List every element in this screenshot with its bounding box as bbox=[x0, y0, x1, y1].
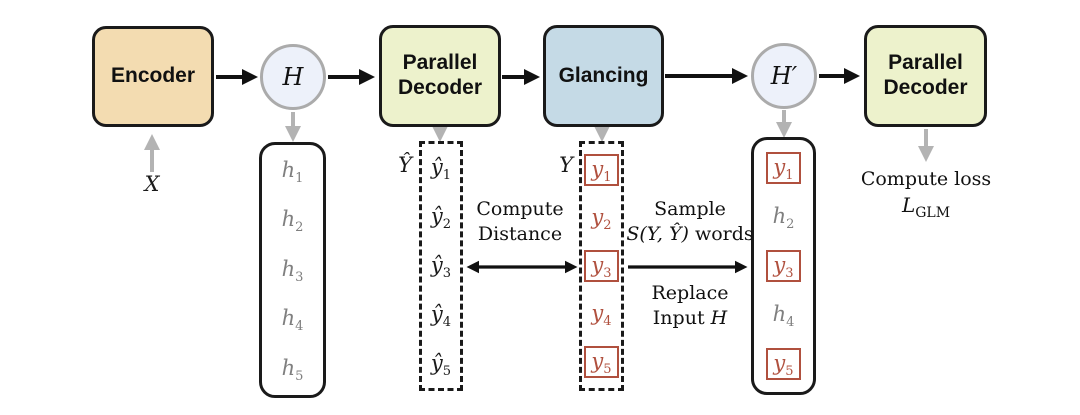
loss-symbol: LGLM bbox=[901, 193, 951, 222]
compute-distance-line2: Distance bbox=[477, 223, 563, 246]
glancing-box: Glancing bbox=[543, 25, 664, 127]
compute-loss-line: Compute loss bbox=[860, 168, 992, 190]
token-h2: h2 bbox=[281, 207, 304, 236]
token-h5: h5 bbox=[281, 355, 304, 384]
token-y3: y3 bbox=[584, 249, 619, 283]
token-yhat4: ŷ4 bbox=[430, 301, 452, 330]
token-yhat5: ŷ5 bbox=[430, 350, 452, 379]
parallel-decoder-1-label: Parallel Decoder bbox=[397, 51, 483, 99]
parallel-decoder-2-box: Parallel Decoder bbox=[864, 25, 987, 127]
sample-line1: Sample bbox=[654, 198, 726, 220]
h-node: H bbox=[260, 44, 326, 110]
h-prime-node: H′ bbox=[751, 43, 817, 109]
replace-annotation: Replace Input H bbox=[613, 281, 767, 331]
token-hp2: h2 bbox=[772, 203, 795, 233]
sample-annotation: Sample S(Y, Ŷ) words bbox=[613, 197, 767, 247]
replace-line2: Input H bbox=[652, 307, 728, 330]
y-hat-column: ŷ1 ŷ2 ŷ3 ŷ4 ŷ5 bbox=[419, 141, 463, 391]
token-hp3: y3 bbox=[766, 249, 801, 283]
parallel-decoder-1-box: Parallel Decoder bbox=[379, 25, 501, 127]
token-y4: y4 bbox=[591, 300, 612, 329]
y-column-label: Y bbox=[559, 153, 573, 177]
token-hp5: y5 bbox=[766, 347, 801, 380]
x-input-label: X bbox=[144, 172, 160, 196]
h-node-label: H bbox=[282, 63, 304, 91]
y-column: y1 y2 y3 y4 y5 bbox=[579, 141, 624, 391]
compute-loss-annotation: Compute loss LGLM bbox=[856, 167, 996, 223]
token-h4: h4 bbox=[281, 306, 304, 335]
token-yhat3: ŷ3 bbox=[430, 252, 452, 282]
h-column: h1 h2 h3 h4 h5 bbox=[259, 142, 326, 398]
token-y5: y5 bbox=[584, 345, 619, 378]
token-h1: h1 bbox=[281, 158, 304, 187]
sample-line2: S(Y, Ŷ) words bbox=[626, 223, 754, 246]
replace-line1: Replace bbox=[651, 282, 729, 304]
token-yhat1: ŷ1 bbox=[430, 155, 452, 184]
glancing-label: Glancing bbox=[558, 63, 649, 87]
parallel-decoder-2-label: Parallel Decoder bbox=[883, 51, 968, 99]
token-yhat2: ŷ2 bbox=[430, 203, 452, 233]
h-prime-node-label: H′ bbox=[770, 62, 798, 90]
token-hp4: h4 bbox=[772, 301, 795, 330]
y-hat-column-label: Ŷ bbox=[398, 153, 412, 177]
token-y1: y1 bbox=[584, 154, 619, 187]
token-hp1: y1 bbox=[766, 152, 801, 185]
h-prime-column: y1 h2 y3 h4 y5 bbox=[751, 137, 816, 395]
token-h3: h3 bbox=[281, 256, 304, 286]
compute-distance-line1: Compute bbox=[476, 198, 564, 220]
encoder-box: Encoder bbox=[92, 26, 214, 127]
compute-distance-annotation: Compute Distance bbox=[455, 197, 585, 247]
token-y2: y2 bbox=[591, 204, 612, 234]
encoder-label: Encoder bbox=[110, 64, 196, 88]
